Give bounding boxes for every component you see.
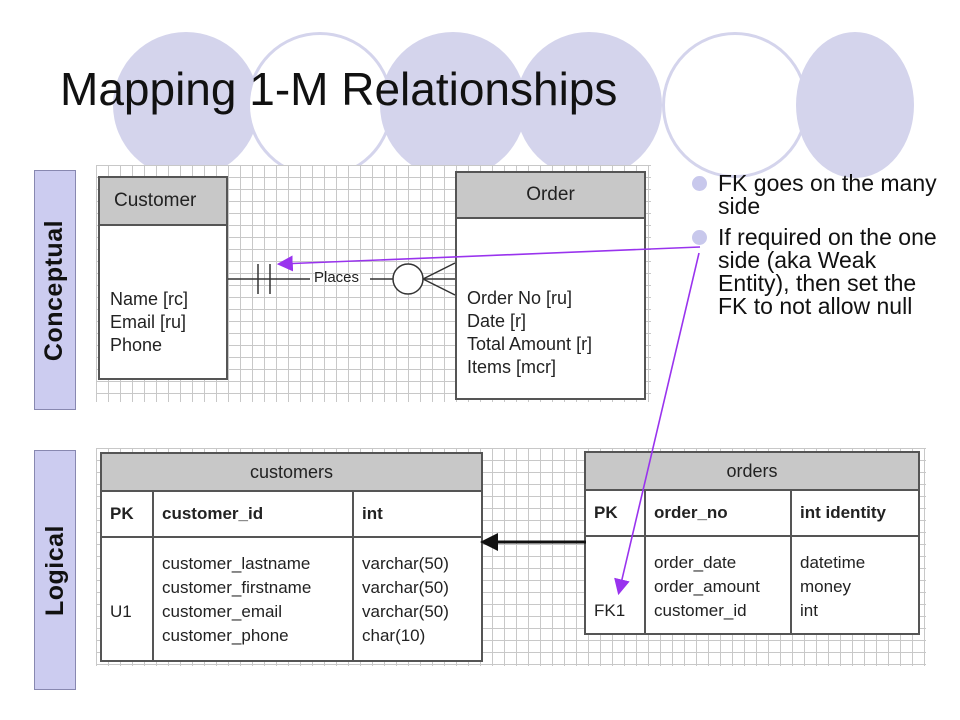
customers-pk-column: customer_id [154, 492, 354, 536]
decorative-circle [796, 32, 914, 178]
customers-pk-row: PK customer_id int [102, 492, 481, 538]
customer-entity-name: Customer [114, 190, 197, 211]
orders-column-rows: FK1 order_date order_amount customer_id … [586, 537, 918, 635]
orders-type-column: datetime money int [792, 537, 918, 635]
customers-column-type: varchar(50) [362, 554, 449, 573]
orders-pk-label: PK [586, 491, 646, 535]
orders-table-name: orders [726, 460, 778, 481]
orders-pk-column: order_no [646, 491, 792, 535]
customers-column-type: varchar(50) [362, 578, 449, 597]
order-entity-name: Order [526, 184, 575, 205]
customers-column-name: customer_phone [162, 626, 289, 645]
orders-key-column: FK1 [586, 537, 646, 635]
customers-table-name: customers [249, 461, 334, 482]
decorative-ring [247, 32, 393, 178]
orders-column-name: order_date [654, 553, 737, 572]
places-relationship-line [228, 262, 456, 296]
bullet-list: FK goes on the many side If required on … [692, 172, 942, 326]
customer-attribute-list: Name [rc] Email [ru] Phone [100, 226, 226, 357]
slide-title: Mapping 1-M Relationships [60, 63, 618, 115]
bullet-dot [692, 176, 707, 191]
orders-column-type: money [800, 577, 852, 596]
customers-table: customers PK customer_id int U1 customer… [100, 452, 483, 662]
customer-attribute: Phone [110, 335, 163, 355]
orders-column-name: order_amount [654, 577, 760, 596]
customer-attribute: Email [ru] [110, 312, 187, 332]
bullet-dot [692, 230, 707, 245]
orders-column-type: int [800, 601, 818, 620]
order-attribute: Date [r] [467, 311, 527, 331]
orders-column-name: customer_id [654, 601, 747, 620]
order-entity: Order Order No [ru] Date [r] Total Amoun… [455, 171, 646, 400]
orders-table-header: orders [586, 453, 918, 491]
order-attribute: Order No [ru] [467, 288, 573, 308]
customers-column-name: customer_lastname [162, 554, 311, 573]
fk-reference-arrow [480, 533, 586, 551]
orders-pk-type: int identity [800, 503, 886, 522]
customer-entity-header: Customer [100, 178, 226, 226]
bullet-text: If required on the one side (aka Weak En… [718, 224, 937, 319]
decorative-circle [516, 32, 662, 178]
customers-column-type: char(10) [362, 626, 426, 645]
conceptual-label-text: Conceptual [40, 219, 69, 361]
logical-label-text: Logical [40, 524, 69, 616]
orders-column-type: datetime [800, 553, 866, 572]
customer-attribute: Name [rc] [110, 289, 189, 309]
logical-label: Logical [34, 450, 76, 690]
places-relationship-label: Places [314, 269, 360, 286]
conceptual-label: Conceptual [34, 170, 76, 410]
decorative-circle [113, 32, 259, 178]
customers-column-rows: U1 customer_lastname customer_firstname … [102, 538, 481, 662]
customers-column-name: customer_email [162, 602, 282, 621]
customers-pk-label: PK [102, 492, 154, 536]
customers-name-column: customer_lastname customer_firstname cus… [154, 538, 354, 662]
bullet-item: FK goes on the many side [692, 172, 942, 218]
customer-entity: Customer Name [rc] Email [ru] Phone [98, 176, 228, 380]
orders-key-label: FK1 [594, 601, 626, 620]
decorative-ring [662, 32, 808, 178]
decorative-circle [380, 32, 526, 178]
orders-table: orders PK order_no int identity FK1 orde… [584, 451, 920, 635]
customers-column-type: varchar(50) [362, 602, 449, 621]
order-attribute: Total Amount [r] [467, 334, 593, 354]
order-attribute: Items [mcr] [467, 357, 556, 377]
orders-pk-row: PK order_no int identity [586, 491, 918, 537]
order-attribute-list: Order No [ru] Date [r] Total Amount [r] … [457, 219, 644, 379]
customers-table-header: customers [102, 454, 481, 492]
bullet-item: If required on the one side (aka Weak En… [692, 226, 942, 318]
customers-column-name: customer_firstname [162, 578, 312, 597]
customers-type-column: varchar(50) varchar(50) varchar(50) char… [354, 538, 481, 662]
customers-pk-type: int [362, 504, 383, 523]
orders-name-column: order_date order_amount customer_id [646, 537, 792, 635]
order-entity-header: Order [457, 173, 644, 219]
bullet-text: FK goes on the many side [718, 170, 937, 219]
customers-key-column: U1 [102, 538, 154, 662]
customers-key-label: U1 [110, 602, 132, 621]
